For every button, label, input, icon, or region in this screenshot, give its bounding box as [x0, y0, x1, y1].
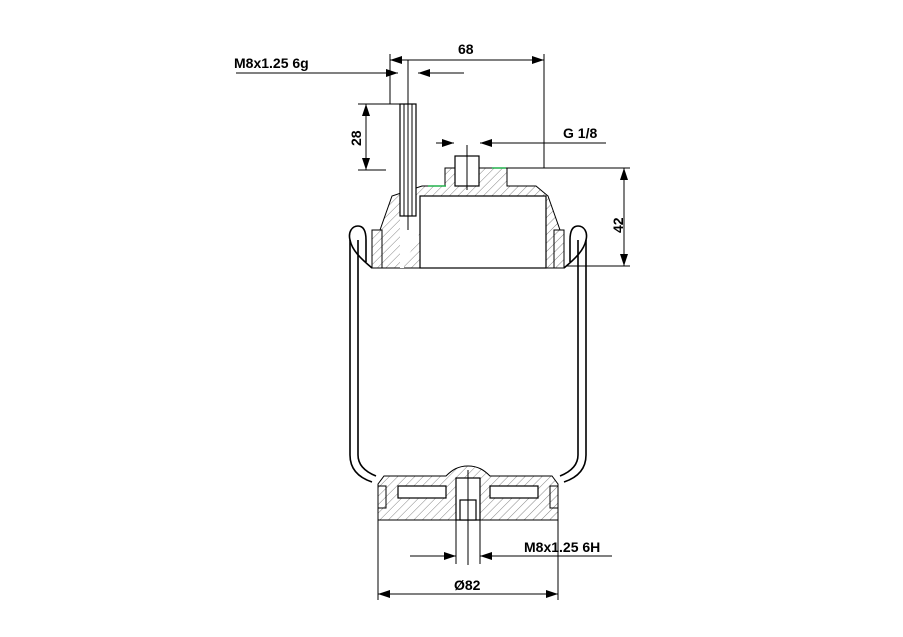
dim-68 [389, 54, 545, 168]
dim-bottom-thread [410, 520, 612, 564]
label-top-thread: M8x1.25 6g [234, 55, 309, 71]
label-82: Ø82 [454, 577, 481, 593]
top-plate [371, 145, 565, 269]
label-bottom-thread: M8x1.25 6H [524, 539, 600, 555]
label-68: 68 [458, 41, 474, 57]
bottom-plate [377, 465, 559, 565]
label-42: 42 [610, 217, 626, 233]
bellows [348, 225, 588, 483]
label-28: 28 [348, 130, 364, 146]
dim-82 [377, 520, 559, 600]
dim-top-thread [236, 69, 464, 77]
dim-port [436, 139, 606, 147]
dim-42 [506, 167, 630, 267]
top-stud [399, 60, 417, 230]
dim-28 [358, 103, 400, 171]
label-port: G 1/8 [563, 125, 597, 141]
